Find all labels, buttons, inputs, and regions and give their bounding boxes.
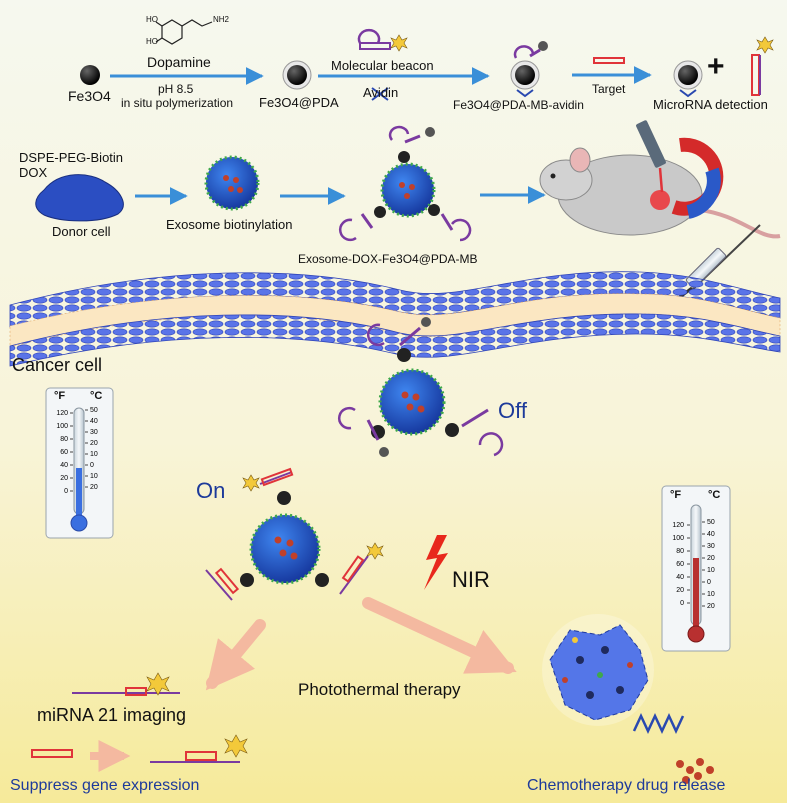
label-microrna-detection: MicroRNA detection (653, 97, 768, 112)
label-dopamine-ho2: HO (146, 37, 158, 46)
label-chemotherapy: Chemotherapy drug release (527, 777, 726, 794)
heat-wave-icon (632, 713, 685, 734)
exosome-complex-icon (339, 125, 472, 242)
arrow-to-therapy (362, 597, 517, 674)
fe3o4-pda-particle-icon (282, 60, 312, 90)
label-exosome-biotinylation: Exosome biotinylation (166, 217, 293, 232)
cell-membrane-icon (9, 271, 781, 367)
suppress-rna-icon (31, 734, 248, 763)
fe3o4-pda-mb-avidin-particle-icon (510, 41, 548, 98)
molecular-beacon-icon (357, 28, 408, 52)
microrna-detection-particle-icon (673, 60, 703, 98)
label-molecular-beacon: Molecular beacon (331, 58, 434, 73)
label-off: Off (498, 398, 527, 423)
label-fe3o4: Fe3O4 (68, 88, 111, 104)
biotinylated-exosome-icon (204, 155, 260, 211)
thermo2-f-unit: °F (670, 489, 682, 501)
dopamine-structure-icon (155, 19, 213, 45)
thermometer-hot-icon (661, 485, 731, 652)
fe3o4-particle-icon (80, 65, 100, 85)
thermo2-c-unit: °C (708, 489, 721, 501)
label-cancer-cell: Cancer cell (12, 355, 103, 375)
label-photothermal-therapy: Photothermal therapy (298, 680, 461, 699)
magnet-icon (671, 137, 724, 219)
label-dopamine: Dopamine (147, 54, 211, 70)
tumor-debris-icon (542, 614, 654, 726)
label-ph: pH 8.5 (158, 82, 194, 96)
label-donor-cell: Donor cell (52, 224, 111, 239)
thermo1-f-unit: °F (54, 390, 66, 402)
mirna-duplex-icon (72, 672, 180, 696)
label-exosome-complex: Exosome-DOX-Fe3O4@PDA-MB (298, 252, 478, 266)
label-plus: + (707, 50, 725, 83)
laser-probe-icon (636, 120, 666, 193)
label-dopamine-ho1: HO (146, 15, 158, 24)
target-rna-icon (593, 57, 625, 64)
label-nir: NIR (452, 567, 490, 592)
arrow-to-imaging (205, 619, 266, 691)
label-dox: DOX (19, 165, 48, 180)
mouse-icon (539, 147, 781, 239)
hybridized-beacon-icon (751, 36, 774, 96)
label-fe3o4-pda-mb-avidin: Fe3O4@PDA-MB-avidin (453, 98, 584, 112)
label-fe3o4-pda: Fe3O4@PDA (259, 95, 339, 110)
label-dspe-peg-biotin: DSPE-PEG-Biotin (19, 150, 124, 165)
thermometer-cool-icon (45, 387, 114, 539)
donor-cell-icon (35, 174, 124, 222)
exosome-on-state-icon (205, 467, 384, 601)
label-on: On (196, 478, 226, 503)
label-dopamine-nh2: NH2 (213, 15, 230, 24)
label-mirna-imaging: miRNA 21 imaging (37, 705, 187, 725)
avidin-icon (371, 87, 389, 101)
exosome-off-state-icon (338, 317, 504, 457)
thermo1-c-unit: °C (90, 390, 103, 402)
dox-molecules-icon (676, 758, 714, 784)
nir-lightning-icon (424, 535, 448, 590)
label-avidin: Avidin (363, 85, 399, 100)
label-target: Target (592, 82, 626, 96)
label-suppress-gene-expression: Suppress gene expression (10, 777, 200, 794)
label-polymerization: in situ polymerization (121, 96, 234, 110)
